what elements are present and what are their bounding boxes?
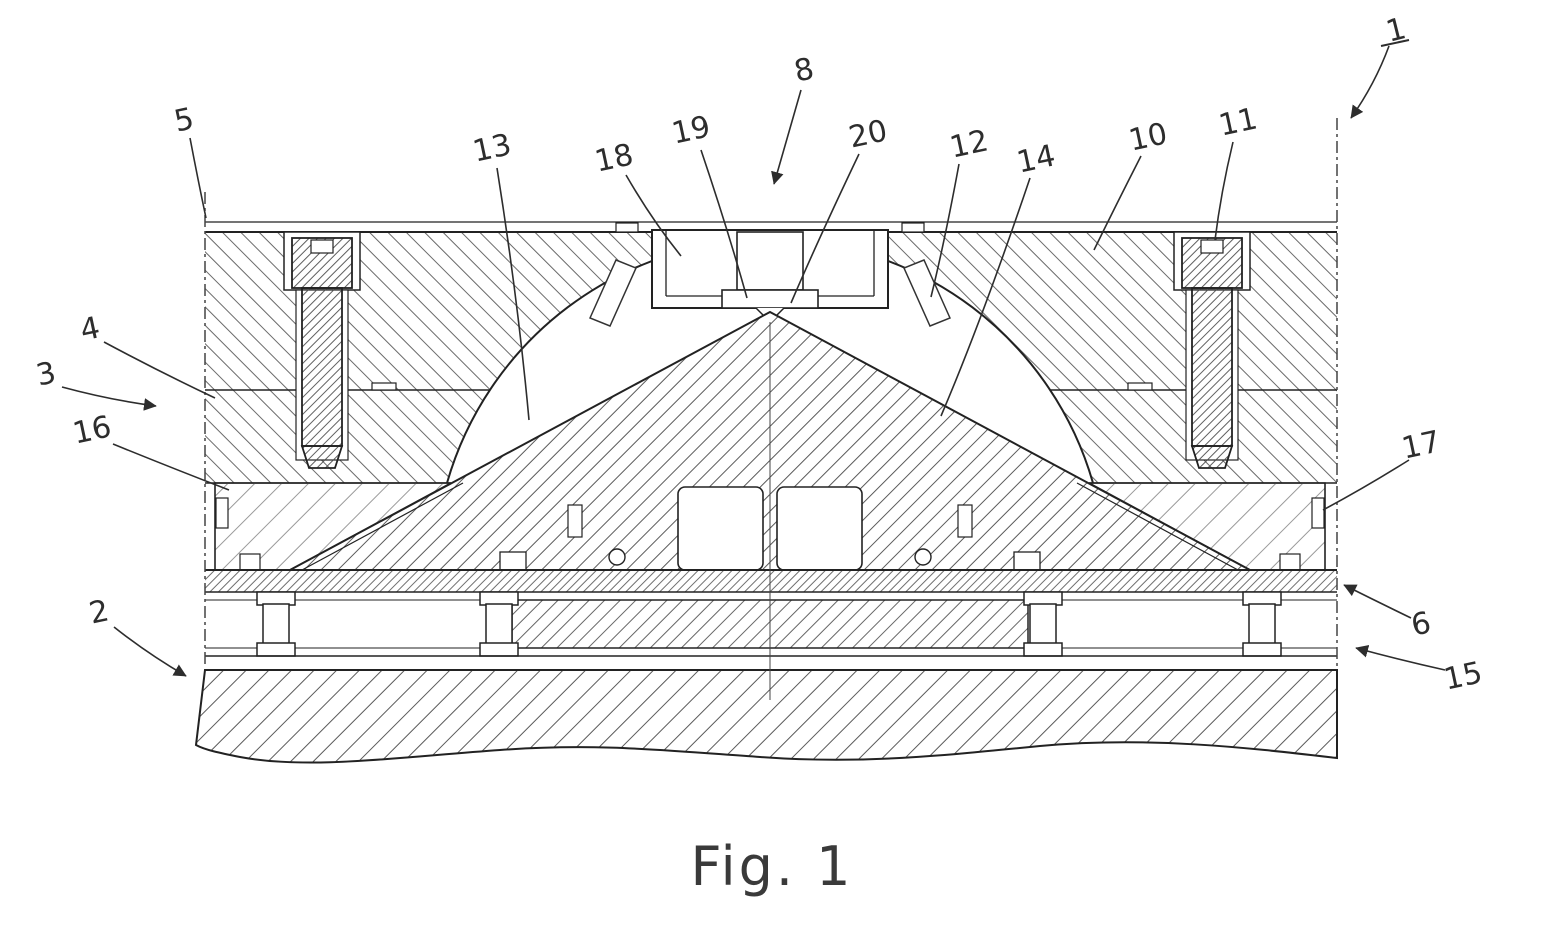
ref-label-5: 5 xyxy=(171,101,197,139)
bolt-tip xyxy=(300,445,344,469)
bolt-shank xyxy=(301,287,343,447)
base-body xyxy=(194,669,1338,764)
ref-label-3: 3 xyxy=(33,355,59,393)
guide-pillar-2 xyxy=(479,591,519,657)
seat-wedge-left xyxy=(588,259,638,327)
seat-wedge-right xyxy=(902,259,952,327)
leader-16 xyxy=(112,443,230,491)
leader-19 xyxy=(700,149,748,299)
core-block-left xyxy=(677,486,764,571)
leader-12 xyxy=(930,163,960,298)
bolt-left xyxy=(283,231,361,469)
leader-13 xyxy=(496,167,530,421)
ejector-pin-right xyxy=(914,548,932,566)
pillar-flange-bottom xyxy=(256,642,296,657)
alignment-notch-right xyxy=(1127,382,1153,391)
pillar-flange-bottom xyxy=(1242,642,1282,657)
spacer-rail-layer xyxy=(205,591,1337,657)
pillar-stem xyxy=(1248,603,1276,645)
ref-label-19: 19 xyxy=(669,109,714,151)
ref-label-8: 8 xyxy=(791,51,817,89)
ref-label-4: 4 xyxy=(77,310,103,348)
leader-11 xyxy=(1214,141,1234,241)
pillar-flange-top xyxy=(256,591,296,606)
leader-17 xyxy=(1322,459,1410,511)
bolt-socket xyxy=(310,239,334,254)
boundary-lines xyxy=(204,118,1338,668)
bolt-right xyxy=(1173,231,1251,469)
guide-pillar-1 xyxy=(256,591,296,657)
ref-label-16: 16 xyxy=(70,409,115,451)
base-notch-right xyxy=(1013,551,1041,571)
guide-pillar-3 xyxy=(1023,591,1063,657)
top-notch-left xyxy=(615,222,639,233)
bolt-socket xyxy=(1200,239,1224,254)
base-notch-left xyxy=(499,551,527,571)
wedge-shape xyxy=(902,259,952,327)
pocket-feature-right xyxy=(957,504,973,538)
base-plate xyxy=(194,669,1338,764)
seat-line-right xyxy=(1076,482,1239,571)
ref-label-13: 13 xyxy=(470,127,515,169)
leader-20 xyxy=(790,153,860,304)
bolt-shank xyxy=(1191,287,1233,447)
pillar-flange-top xyxy=(479,591,519,606)
bolt-tip xyxy=(1190,445,1234,469)
edge-feature xyxy=(1311,497,1325,529)
leader-3 xyxy=(61,386,157,411)
pillar-stem xyxy=(485,603,513,645)
alignment-notch-left xyxy=(371,382,397,391)
leader-lines xyxy=(61,45,1446,677)
ref-label-2: 2 xyxy=(86,593,112,631)
pillar-stem xyxy=(262,603,290,645)
pillar-flange-bottom xyxy=(1023,642,1063,657)
core-block-right xyxy=(776,486,863,571)
ref-label-17: 17 xyxy=(1399,424,1444,466)
wedge-shape xyxy=(588,259,638,327)
bottom-feature xyxy=(239,553,261,571)
leader-10 xyxy=(1093,155,1142,251)
ref-label-20: 20 xyxy=(846,113,891,155)
pillar-flange-top xyxy=(1242,591,1282,606)
insert-core-pin xyxy=(736,231,804,291)
leader-1 xyxy=(1350,45,1390,119)
side-plate-left xyxy=(214,482,452,571)
ref-label-11: 11 xyxy=(1216,101,1261,143)
ref-label-15: 15 xyxy=(1441,655,1486,697)
pillar-stem xyxy=(1029,603,1057,645)
ref-label-18: 18 xyxy=(592,137,637,179)
pocket-feature-left xyxy=(567,504,583,538)
ref-label-6: 6 xyxy=(1408,605,1434,643)
leader-5 xyxy=(189,137,207,219)
support-plate xyxy=(205,569,1337,593)
plate-body xyxy=(205,570,1337,592)
leader-8 xyxy=(771,89,802,185)
center-insert xyxy=(651,229,889,324)
leader-15 xyxy=(1355,644,1446,671)
ref-label-10: 10 xyxy=(1126,116,1171,158)
ref-label-1-underline xyxy=(1380,39,1410,47)
leader-4 xyxy=(103,341,216,399)
figure-caption: Fig. 1 xyxy=(690,835,853,898)
ref-label-14: 14 xyxy=(1014,138,1059,180)
pillar-flange-bottom xyxy=(479,642,519,657)
insert-core-flange xyxy=(721,289,819,309)
guide-pillar-4 xyxy=(1242,591,1282,657)
seat-line-left xyxy=(301,482,464,571)
pillar-flange-top xyxy=(1023,591,1063,606)
ref-label-12: 12 xyxy=(947,123,992,165)
leader-6 xyxy=(1343,584,1412,619)
leader-2 xyxy=(113,626,187,677)
leader-18 xyxy=(625,174,682,257)
leader-14 xyxy=(940,177,1031,417)
ejector-pin-left xyxy=(608,548,626,566)
edge-feature xyxy=(215,497,229,529)
bottom-feature xyxy=(1279,553,1301,571)
top-notch-right xyxy=(901,222,925,233)
